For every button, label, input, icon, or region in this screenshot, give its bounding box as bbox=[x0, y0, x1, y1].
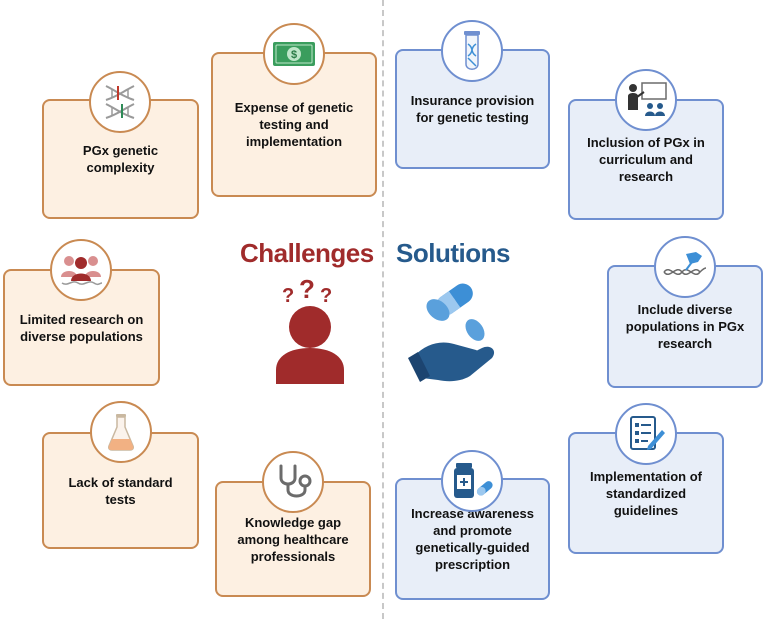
confused-person-icon: ? ? ? bbox=[276, 274, 344, 384]
solutions-heading: Solutions bbox=[396, 238, 510, 268]
solution-label: Inclusion of PGx in curriculum and resea… bbox=[587, 135, 705, 184]
challenge-label: PGx genetic complexity bbox=[82, 143, 159, 175]
checklist-icon bbox=[630, 416, 665, 450]
challenge-label: Knowledge gap among healthcare professio… bbox=[237, 514, 349, 564]
challenge-badge-stethoscope bbox=[262, 451, 324, 513]
medication-icon bbox=[454, 463, 493, 498]
challenge-badge-people bbox=[50, 239, 112, 301]
solution-label: Include diverse populations in PGx resea… bbox=[625, 302, 745, 351]
challenge-label: Expense of genetic testing and implement… bbox=[234, 100, 354, 149]
svg-text:?: ? bbox=[299, 274, 315, 304]
solution-label: Increase awareness and promote genetical… bbox=[411, 506, 534, 572]
people-dna-icon bbox=[61, 256, 103, 286]
solution-badge-test-tube bbox=[441, 20, 503, 82]
teacher-icon bbox=[628, 82, 667, 116]
svg-text:?: ? bbox=[282, 285, 294, 307]
test-tube-icon bbox=[464, 31, 480, 70]
solution-badge-checklist bbox=[615, 403, 677, 465]
flask-icon bbox=[108, 414, 134, 451]
dna-hand-icon bbox=[663, 252, 707, 275]
challenge-badge-money: $ bbox=[263, 23, 325, 85]
solution-label: Implementation of standardized guideline… bbox=[590, 468, 702, 518]
svg-text:$: $ bbox=[291, 49, 297, 61]
solution-badge-teacher bbox=[615, 69, 677, 131]
svg-text:?: ? bbox=[320, 285, 332, 307]
challenge-badge-flask bbox=[90, 401, 152, 463]
stethoscope-icon bbox=[279, 464, 312, 498]
challenge-badge-dna bbox=[89, 71, 151, 133]
solution-badge-medication bbox=[441, 450, 503, 512]
solution-card-curriculum: Inclusion of PGx in curriculum and resea… bbox=[568, 99, 724, 220]
challenges-heading: Challenges bbox=[240, 238, 374, 268]
hand-pills-icon bbox=[408, 283, 495, 382]
money-icon: $ bbox=[273, 42, 315, 66]
solution-badge-dna-hand bbox=[654, 236, 716, 298]
center-divider bbox=[382, 0, 384, 619]
challenge-label: Lack of standard tests bbox=[68, 474, 173, 507]
challenge-label: Limited research on diverse populations bbox=[19, 311, 144, 344]
solution-label: Insurance provision for genetic testing bbox=[410, 93, 535, 125]
dna-icon bbox=[105, 85, 135, 119]
